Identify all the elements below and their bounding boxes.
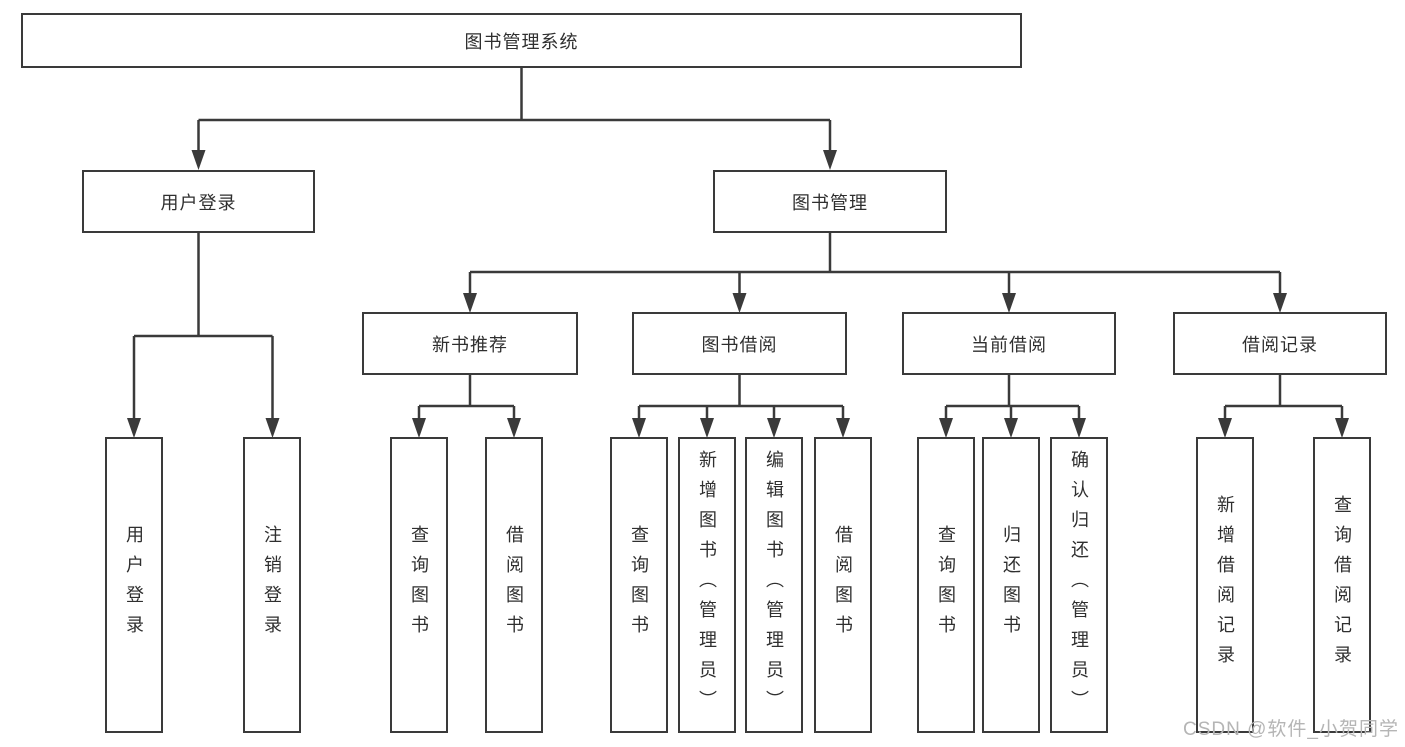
arrow-down-icon (1004, 418, 1018, 438)
node-user-login: 用户登录 (82, 170, 315, 233)
arrow-down-icon (700, 418, 714, 438)
arrow-down-icon (767, 418, 781, 438)
arrow-down-icon (463, 293, 477, 313)
node-book-borrow: 图书借阅 (632, 312, 847, 375)
connector-current-borrow-to-leaves (944, 375, 1081, 420)
leaf-edit-book-admin: 编辑图书（管理员） (745, 437, 803, 733)
leaf-query-books-recommend-label: 查询图书 (409, 525, 429, 645)
connector-new-book-to-leaves (417, 375, 516, 420)
leaf-query-books-current-label: 查询图书 (936, 525, 956, 645)
arrow-down-icon (632, 418, 646, 438)
leaf-query-books-recommend: 查询图书 (390, 437, 448, 733)
watermark: CSDN @软件_小贺同学 (1183, 719, 1399, 740)
leaf-query-books-borrow: 查询图书 (610, 437, 668, 733)
arrow-down-icon (1072, 418, 1086, 438)
arrow-down-icon (1002, 293, 1016, 313)
arrow-down-icon (412, 418, 426, 438)
connector-borrow-records-to-leaves (1223, 375, 1344, 420)
arrow-down-icon (1273, 293, 1287, 313)
node-root-system: 图书管理系统 (21, 13, 1022, 68)
leaf-query-borrow-record-label: 查询借阅记录 (1332, 495, 1352, 675)
arrow-down-icon (191, 150, 206, 170)
leaf-return-book: 归还图书 (982, 437, 1040, 733)
leaf-borrow-books-recommend: 借阅图书 (485, 437, 543, 733)
leaf-confirm-return-admin: 确认归还（管理员） (1050, 437, 1108, 733)
leaf-query-books-current: 查询图书 (917, 437, 975, 733)
leaf-edit-book-admin-label: 编辑图书（管理员） (764, 450, 784, 720)
node-new-book-recommend: 新书推荐 (362, 312, 578, 375)
node-current-borrow: 当前借阅 (902, 312, 1116, 375)
connector-root-to-level2 (197, 68, 832, 152)
arrow-down-icon (823, 150, 837, 170)
arrow-down-icon (1218, 418, 1232, 438)
arrow-down-icon (732, 293, 747, 313)
leaf-borrow-books-recommend-label: 借阅图书 (504, 525, 524, 645)
leaf-query-books-borrow-label: 查询图书 (629, 525, 649, 645)
leaf-query-borrow-record: 查询借阅记录 (1313, 437, 1371, 733)
leaf-add-book-admin-label: 新增图书（管理员） (697, 450, 717, 720)
leaf-confirm-return-admin-label: 确认归还（管理员） (1069, 450, 1089, 720)
leaf-logout: 注销登录 (243, 437, 301, 733)
leaf-user-login: 用户登录 (105, 437, 163, 733)
connector-book-management-to-level3 (468, 233, 1282, 295)
arrow-down-icon (507, 418, 521, 438)
arrow-down-icon (265, 418, 280, 438)
leaf-borrow-books: 借阅图书 (814, 437, 872, 733)
node-borrow-records: 借阅记录 (1173, 312, 1387, 375)
arrow-down-icon (1335, 418, 1349, 438)
node-book-management: 图书管理 (713, 170, 947, 233)
leaf-add-borrow-record-label: 新增借阅记录 (1215, 495, 1235, 675)
arrow-down-icon (127, 418, 141, 438)
connector-book-borrow-to-leaves (637, 375, 845, 420)
leaf-add-book-admin: 新增图书（管理员） (678, 437, 736, 733)
arrow-down-icon (836, 418, 850, 438)
leaf-add-borrow-record: 新增借阅记录 (1196, 437, 1254, 733)
leaf-return-book-label: 归还图书 (1001, 525, 1021, 645)
leaf-borrow-books-label: 借阅图书 (833, 525, 853, 645)
leaf-user-login-label: 用户登录 (124, 525, 144, 645)
arrow-down-icon (939, 418, 953, 438)
leaf-logout-label: 注销登录 (262, 525, 282, 645)
connector-user-login-to-leaves (132, 233, 274, 420)
